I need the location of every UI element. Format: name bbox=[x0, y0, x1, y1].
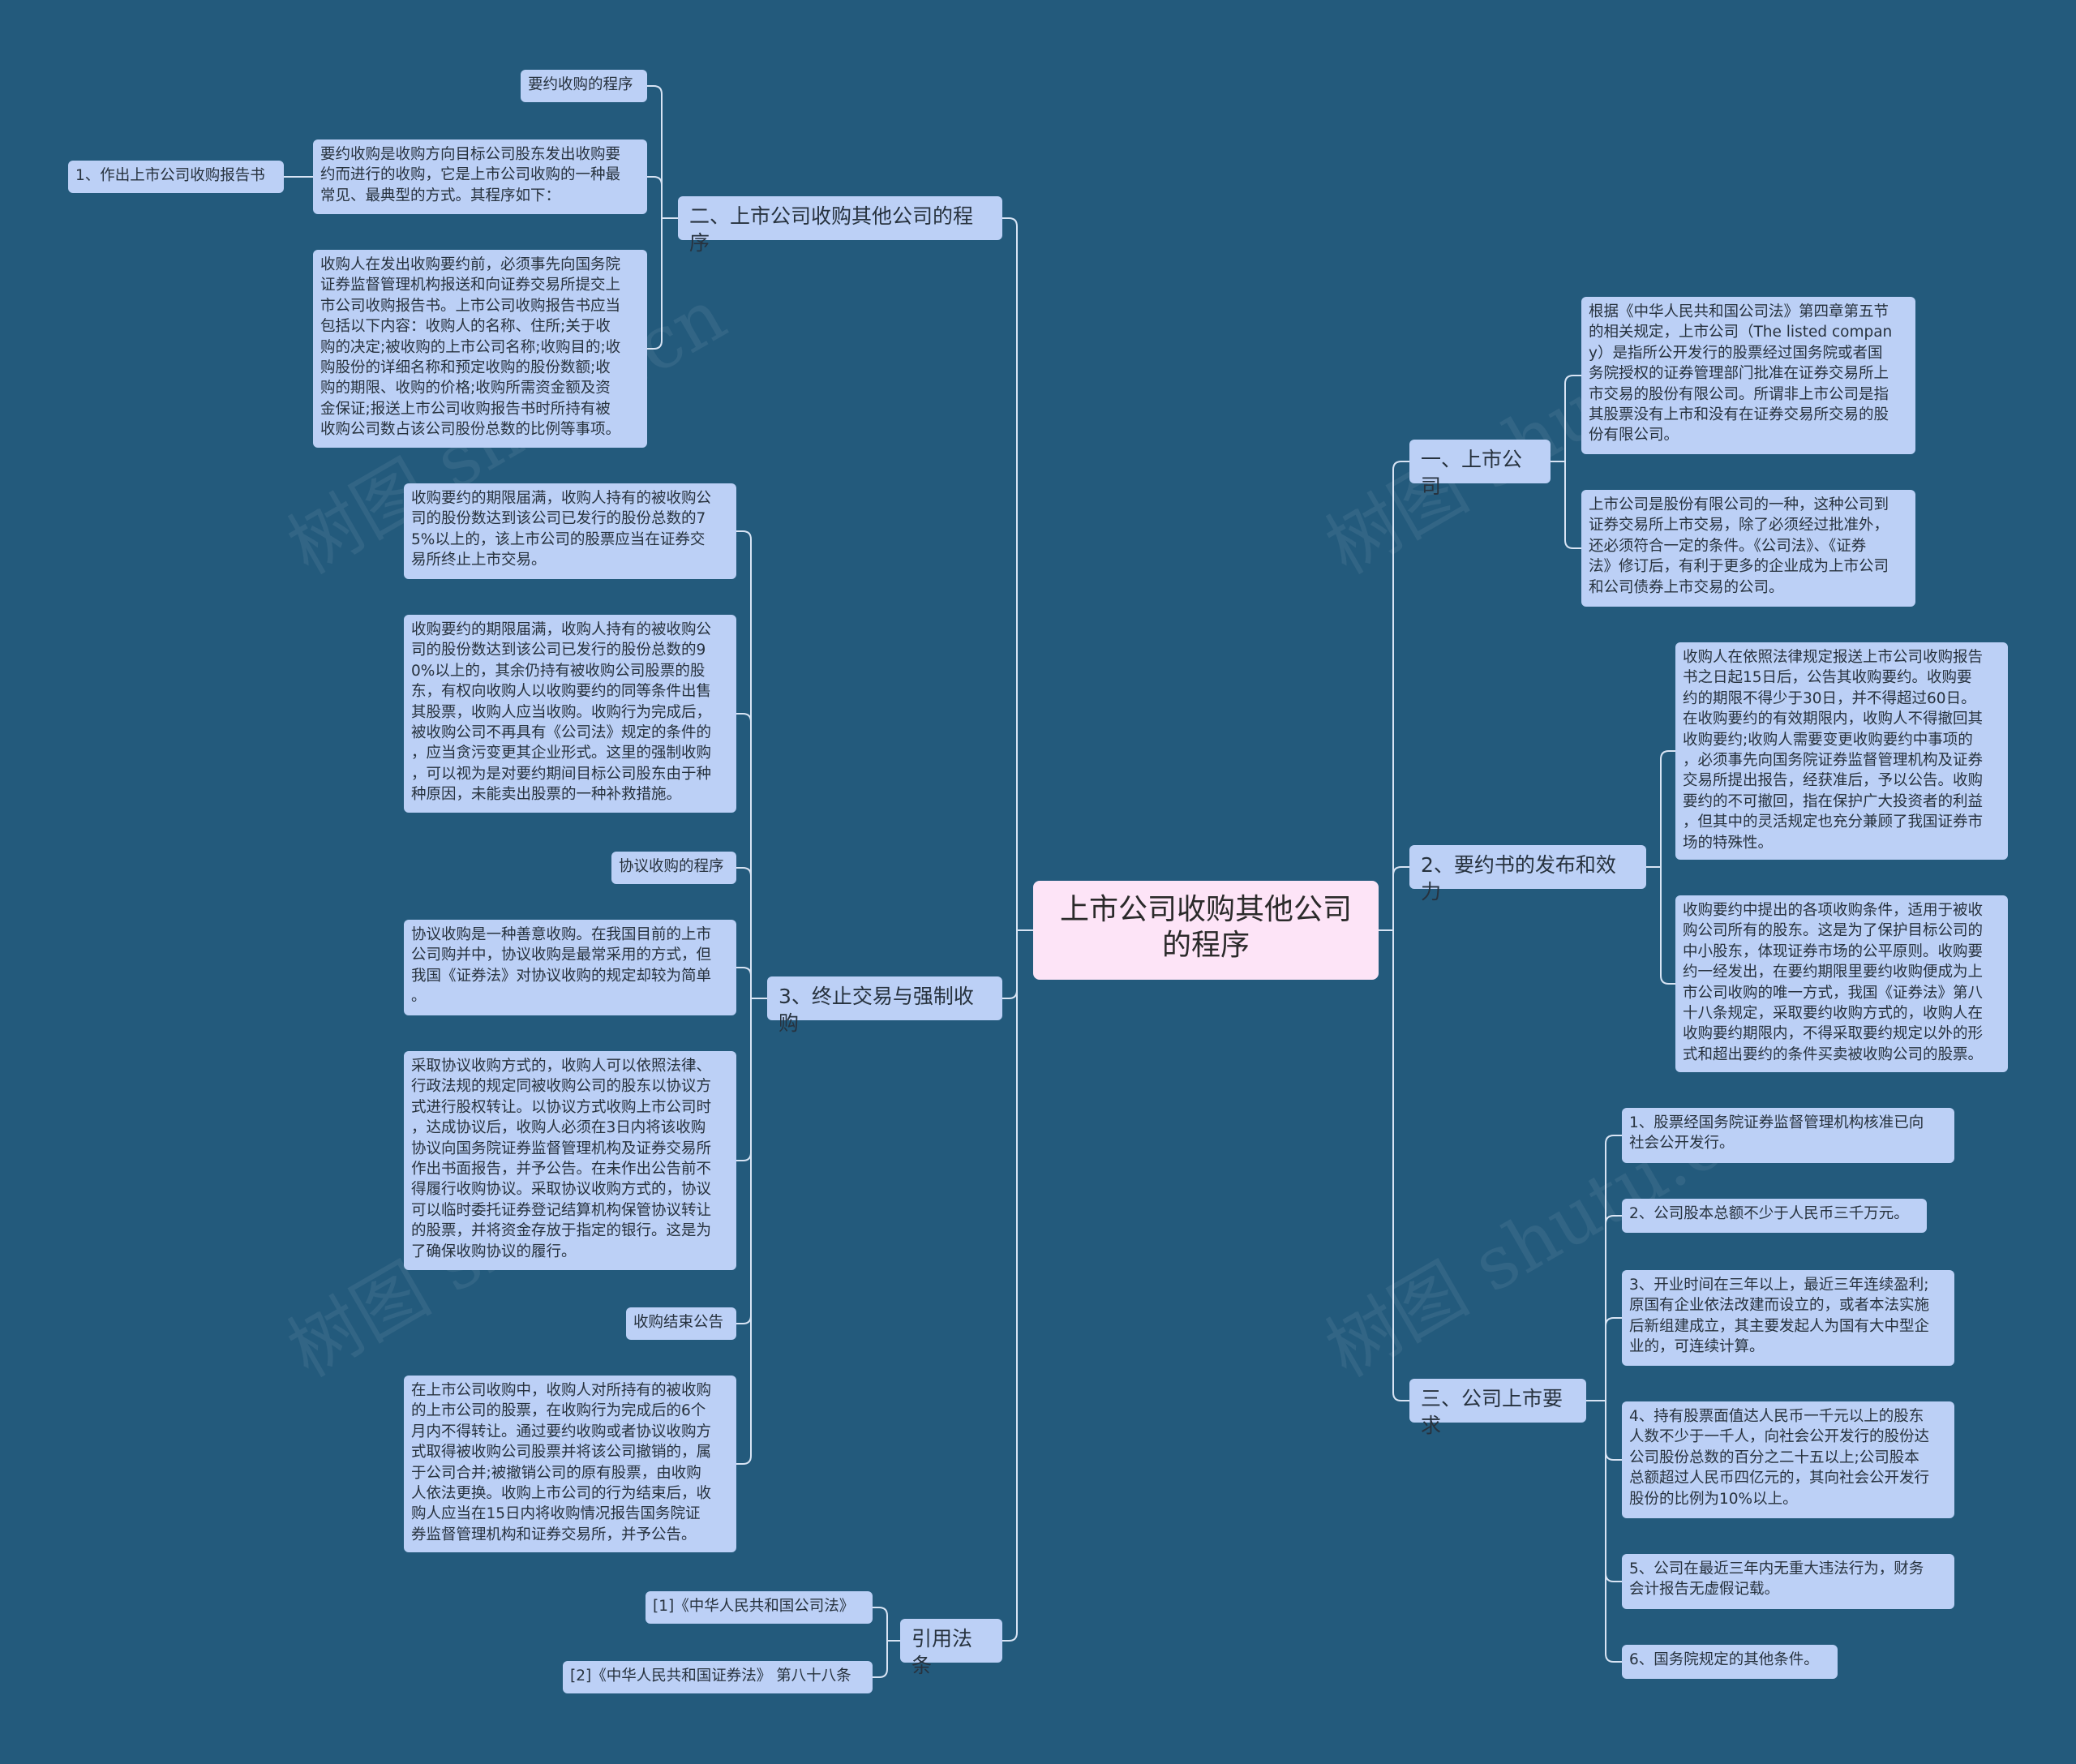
leaf-agreement-definition[interactable]: 协议收购是一种善意收购。在我国目前的上市 公司购并中，协议收购是最常采用的方式，… bbox=[404, 920, 736, 1015]
leaf-listed-company-definition[interactable]: 根据《中华人民共和国公司法》第四章第五节 的相关规定，上市公司（The list… bbox=[1581, 297, 1915, 454]
connector-line bbox=[1379, 929, 1409, 1401]
connector-line bbox=[1586, 1400, 1622, 1461]
leaf-offer-conditions[interactable]: 收购要约中提出的各项收购条件，适用于被收 购公司所有的股东。这是为了保护目标公司… bbox=[1675, 895, 2008, 1072]
leaf-tender-offer-procedure[interactable]: 要约收购的程序 bbox=[521, 70, 647, 102]
branch-cited-laws[interactable]: 引用法条 bbox=[900, 1619, 1002, 1677]
root-topic[interactable]: 上市公司收购其他公司的程序 bbox=[1033, 881, 1379, 980]
leaf-requirement-4[interactable]: 4、持有股票面值达人民币一千元以上的股东 人数不少于一千人，向社会公开发行的股份… bbox=[1622, 1401, 1954, 1518]
leaf-requirement-1[interactable]: 1、股票经国务院证券监督管理机构核准已向 社会公开发行。 bbox=[1622, 1108, 1954, 1163]
connector-line bbox=[1379, 866, 1409, 931]
leaf-tender-offer-definition[interactable]: 要约收购是收购方向目标公司股东发出收购要 约而进行的收购，它是上市公司收购的一种… bbox=[313, 139, 647, 214]
branch-offer-issuance[interactable]: 2、要约书的发布和效力 bbox=[1409, 845, 1646, 903]
branch-listed-company[interactable]: 一、上市公司 bbox=[1409, 440, 1551, 498]
leaf-company-law[interactable]: [1]《中华人民共和国公司法》 bbox=[646, 1591, 873, 1624]
branch-acquisition-procedure[interactable]: 二、上市公司收购其他公司的程序 bbox=[678, 196, 1002, 255]
leaf-securities-law[interactable]: [2]《中华人民共和国证券法》 第八十八条 bbox=[563, 1661, 873, 1693]
leaf-agreement-procedure[interactable]: 协议收购的程序 bbox=[611, 852, 736, 884]
connector-line bbox=[1002, 929, 1033, 1642]
leaf-requirement-5[interactable]: 5、公司在最近三年内无重大违法行为，财务 会计报告无虚假记载。 bbox=[1622, 1554, 1954, 1609]
leaf-completion-notice[interactable]: 收购结束公告 bbox=[626, 1307, 736, 1340]
connector-line bbox=[647, 176, 678, 219]
connector-line bbox=[736, 998, 767, 1465]
connector-line bbox=[647, 85, 678, 219]
connector-line bbox=[873, 1607, 900, 1642]
leaf-requirement-2[interactable]: 2、公司股本总额不少于人民币三千万元。 bbox=[1622, 1199, 1927, 1233]
connector-line bbox=[1646, 750, 1675, 868]
leaf-agreement-process[interactable]: 采取协议收购方式的，收购人可以依照法律、 行政法规的规定同被收购公司的股东以协议… bbox=[404, 1051, 736, 1270]
leaf-offer-announcement[interactable]: 收购人在依照法律规定报送上市公司收购报告 书之日起15日后，公告其收购要约。收购… bbox=[1675, 642, 2008, 860]
connector-line bbox=[1551, 461, 1581, 549]
connector-line bbox=[736, 867, 767, 999]
leaf-report-contents[interactable]: 收购人在发出收购要约前，必须事先向国务院 证券监督管理机构报送和向证券交易所提交… bbox=[313, 250, 647, 448]
branch-termination-compulsory[interactable]: 3、终止交易与强制收购 bbox=[767, 976, 1002, 1035]
leaf-requirement-3[interactable]: 3、开业时间在三年以上，最近三年连续盈利; 原国有企业依法改建而设立的，或者本法… bbox=[1622, 1270, 1954, 1366]
connector-line bbox=[1002, 217, 1033, 931]
connector-line bbox=[647, 217, 678, 350]
leaf-termination-75[interactable]: 收购要约的期限届满，收购人持有的被收购公 司的股份数达到该公司已发行的股份总数的… bbox=[404, 483, 736, 579]
connector-line bbox=[1379, 461, 1409, 931]
leaf-completion-details[interactable]: 在上市公司收购中，收购人对所持有的被收购 的上市公司的股票，在收购行为完成后的6… bbox=[404, 1376, 736, 1552]
branch-listing-requirements[interactable]: 三、公司上市要求 bbox=[1409, 1379, 1586, 1437]
leaf-compulsory-90[interactable]: 收购要约的期限届满，收购人持有的被收购公 司的股份数达到该公司已发行的股份总数的… bbox=[404, 615, 736, 813]
connector-line bbox=[873, 1640, 900, 1678]
connector-line bbox=[1586, 1400, 1622, 1663]
leaf-make-report[interactable]: 1、作出上市公司收购报告书 bbox=[68, 161, 284, 193]
leaf-requirement-6[interactable]: 6、国务院规定的其他条件。 bbox=[1622, 1645, 1838, 1679]
connector-line bbox=[1586, 1135, 1622, 1401]
connector-line bbox=[1551, 375, 1581, 462]
connector-line bbox=[1586, 1317, 1622, 1401]
connector-line bbox=[1586, 1215, 1622, 1401]
leaf-listed-company-conditions[interactable]: 上市公司是股份有限公司的一种，这种公司到 证券交易所上市交易，除了必须经过批准外… bbox=[1581, 490, 1915, 607]
connector-line bbox=[736, 713, 767, 999]
connector-line bbox=[736, 967, 767, 999]
connector-line bbox=[1646, 866, 1675, 985]
connector-line bbox=[1586, 1400, 1622, 1582]
connector-line bbox=[736, 530, 767, 999]
